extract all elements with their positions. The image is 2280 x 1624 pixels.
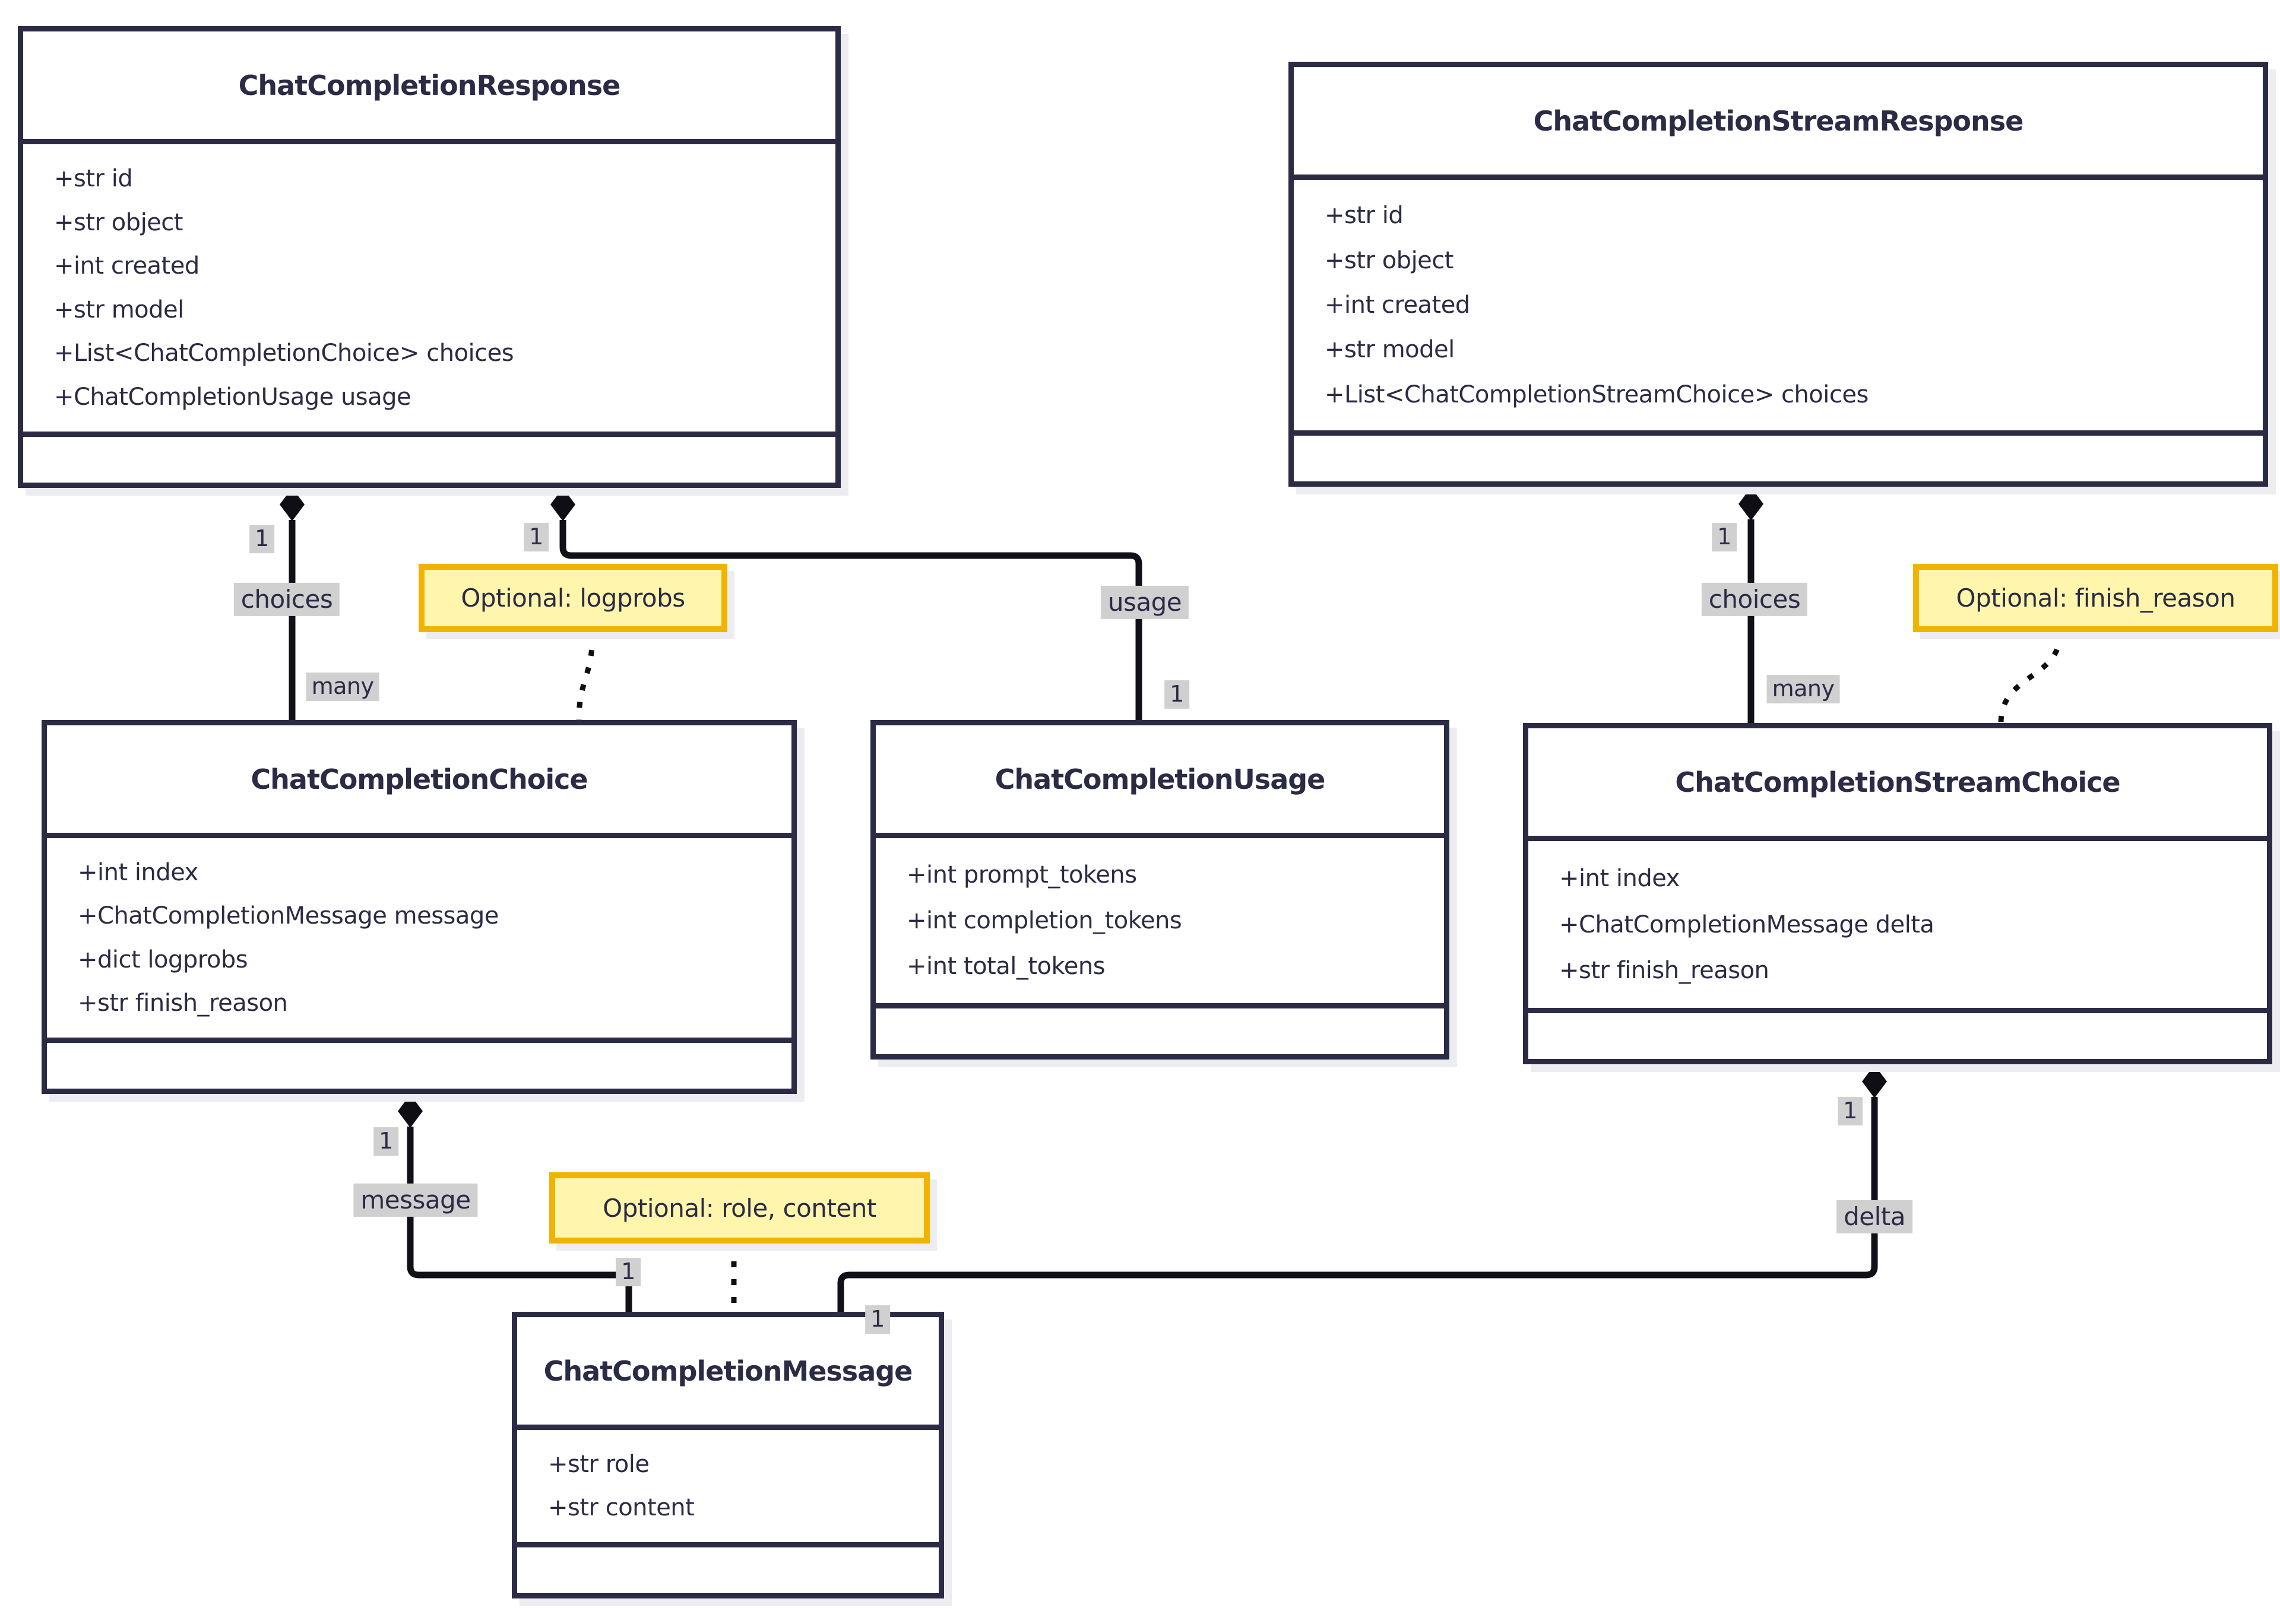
- class-methods-empty: [1294, 430, 2263, 481]
- cardinality-many: many: [1766, 675, 1840, 703]
- class-title: ChatCompletionMessage: [517, 1317, 939, 1430]
- class-box-chatcompletionchoice: ChatCompletionChoice +int index +ChatCom…: [42, 720, 797, 1094]
- attr-row: +List<ChatCompletionChoice> choices: [54, 340, 514, 367]
- edge-response-usage: [559, 520, 1142, 720]
- attr-row: +str object: [1325, 246, 1454, 274]
- attr-row: +int total_tokens: [907, 953, 1106, 980]
- class-title: ChatCompletionUsage: [876, 725, 1444, 838]
- attr-row: +int prompt_tokens: [907, 861, 1137, 889]
- class-attributes: +int prompt_tokens +int completion_token…: [876, 838, 1444, 1003]
- class-box-chatcompletionstreamchoice: ChatCompletionStreamChoice +int index +C…: [1523, 723, 2272, 1064]
- attr-row: +int created: [1325, 291, 1470, 319]
- class-title: ChatCompletionChoice: [47, 725, 791, 838]
- class-box-chatcompletionmessage: ChatCompletionMessage +str role +str con…: [512, 1312, 944, 1598]
- cardinality-1: 1: [1838, 1097, 1863, 1125]
- edge-label-delta: delta: [1836, 1200, 1912, 1234]
- class-methods-empty: [23, 432, 835, 483]
- attr-row: +str role: [548, 1451, 650, 1478]
- edge-label-usage: usage: [1100, 585, 1189, 620]
- attr-row: +str object: [54, 208, 183, 236]
- attr-row: +str id: [54, 165, 133, 193]
- attr-row: +ChatCompletionMessage message: [78, 902, 499, 930]
- class-box-chatcompletionstreamresponse: ChatCompletionStreamResponse +str id +st…: [1288, 62, 2268, 487]
- class-attributes: +int index +ChatCompletionMessage delta …: [1528, 841, 2267, 1008]
- cardinality-1: 1: [616, 1258, 641, 1286]
- attr-row: +str finish_reason: [78, 989, 288, 1017]
- edge-label-choices: choices: [1701, 582, 1808, 617]
- class-methods-empty: [47, 1038, 791, 1089]
- composition-diamond-icon: [550, 488, 575, 521]
- composition-diamond-icon: [1738, 487, 1763, 521]
- attr-row: +str model: [54, 296, 184, 323]
- cardinality-1: 1: [373, 1127, 398, 1156]
- class-title: ChatCompletionStreamChoice: [1528, 728, 2267, 841]
- attr-row: +ChatCompletionMessage delta: [1559, 911, 1934, 938]
- note-optional-finish-reason: Optional: finish_reason: [1913, 564, 2278, 632]
- attr-row: +List<ChatCompletionStreamChoice> choice…: [1325, 380, 1869, 408]
- note-link-logprobs: [576, 632, 596, 721]
- attr-row: +int index: [1559, 864, 1680, 892]
- attr-row: +str finish_reason: [1559, 957, 1769, 985]
- class-attributes: +str id +str object +int created +str mo…: [23, 144, 835, 432]
- cardinality-1: 1: [865, 1305, 890, 1334]
- note-optional-logprobs: Optional: logprobs: [419, 564, 727, 632]
- class-attributes: +str role +str content: [517, 1430, 939, 1542]
- attr-row: +int completion_tokens: [907, 907, 1182, 934]
- attr-row: +str model: [1325, 336, 1455, 364]
- class-methods-empty: [1528, 1008, 2267, 1059]
- class-title: ChatCompletionStreamResponse: [1294, 67, 2263, 180]
- class-title: ChatCompletionResponse: [23, 31, 835, 144]
- composition-diamond-icon: [280, 488, 305, 521]
- attr-row: +str id: [1325, 202, 1404, 230]
- composition-diamond-icon: [398, 1095, 423, 1128]
- attr-row: +ChatCompletionUsage usage: [54, 383, 411, 411]
- class-box-chatcompletionusage: ChatCompletionUsage +int prompt_tokens +…: [870, 720, 1449, 1060]
- attr-row: +dict logprobs: [78, 946, 248, 973]
- class-box-chatcompletionresponse: ChatCompletionResponse +str id +str obje…: [18, 26, 841, 488]
- class-attributes: +int index +ChatCompletionMessage messag…: [47, 838, 791, 1038]
- edge-streamchoice-delta: [837, 1097, 1878, 1312]
- note-optional-role-content: Optional: role, content: [549, 1172, 930, 1244]
- class-methods-empty: [517, 1542, 939, 1593]
- cardinality-1: 1: [249, 525, 274, 553]
- cardinality-1: 1: [1712, 523, 1737, 551]
- class-methods-empty: [876, 1003, 1444, 1054]
- edge-label-choices: choices: [233, 582, 340, 617]
- cardinality-1: 1: [524, 523, 549, 551]
- cardinality-many: many: [306, 673, 379, 701]
- class-attributes: +str id +str object +int created +str mo…: [1294, 180, 2263, 430]
- cardinality-1: 1: [1164, 680, 1189, 709]
- note-link-finish-reason: [1998, 632, 2063, 724]
- composition-diamond-icon: [1862, 1065, 1887, 1098]
- attr-row: +int created: [54, 252, 200, 280]
- attr-row: +int index: [78, 859, 198, 887]
- attr-row: +str content: [548, 1494, 695, 1521]
- edge-label-message: message: [353, 1183, 478, 1217]
